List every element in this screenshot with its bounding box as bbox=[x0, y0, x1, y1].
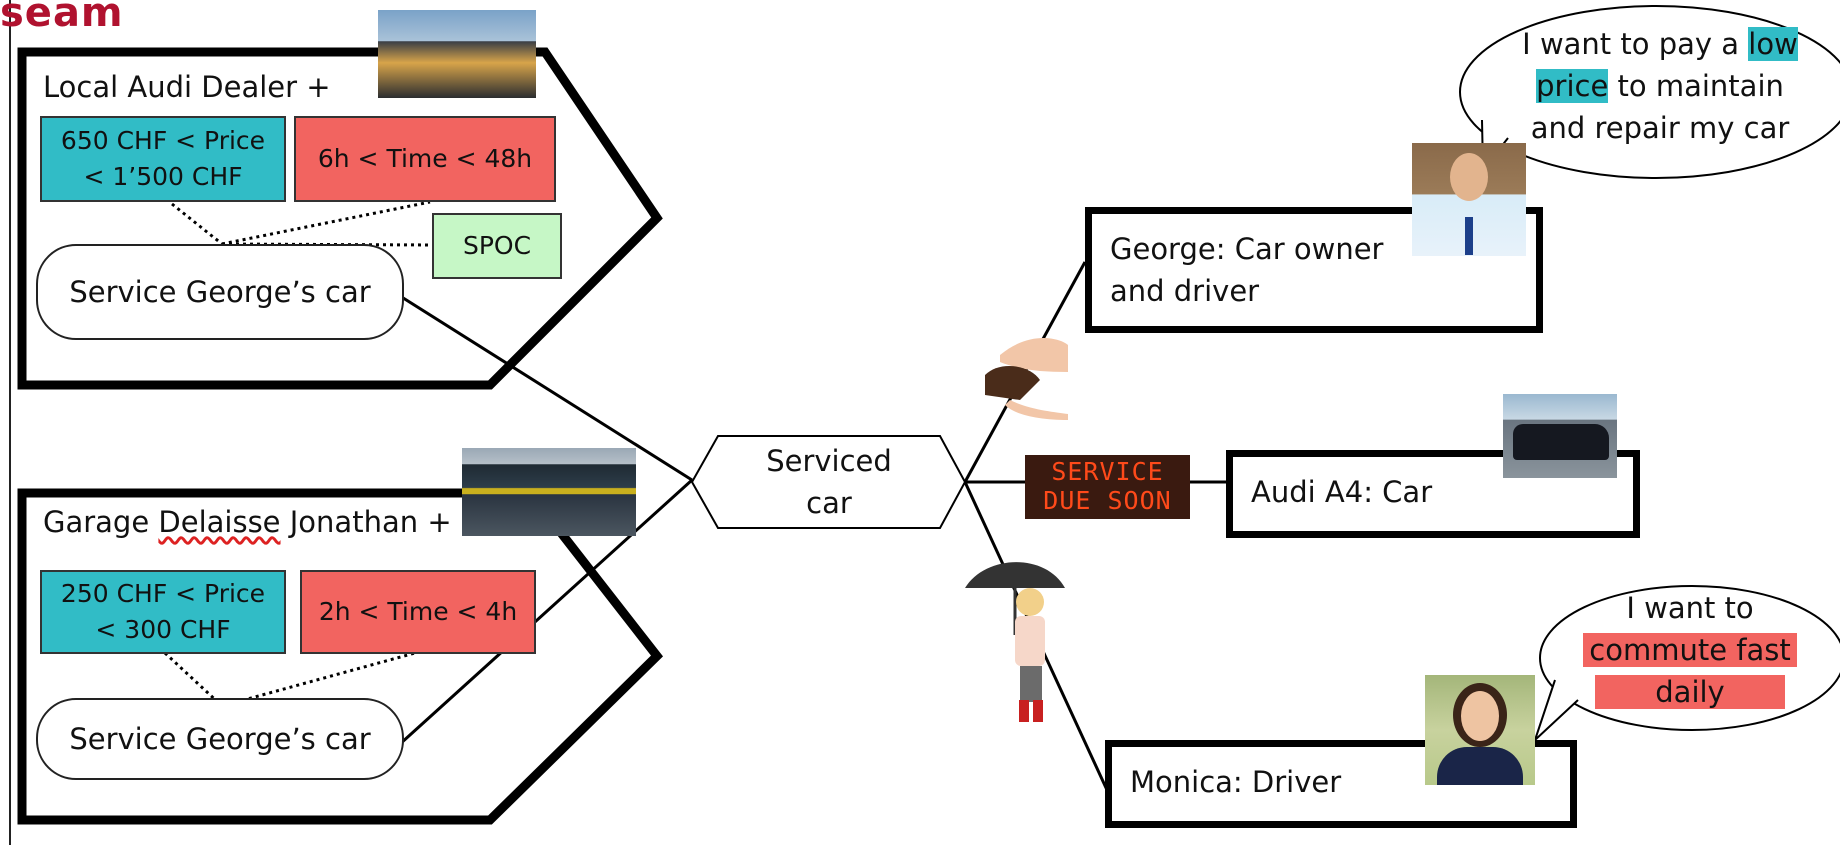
system-1-service-oval: Service George’s car bbox=[36, 244, 404, 340]
audi-a4-label: Audi A4: Car bbox=[1251, 475, 1433, 509]
serviced-car-hexagon bbox=[690, 435, 967, 529]
george-photo-overlay bbox=[1412, 143, 1526, 256]
system-2-service-oval: Service George’s car bbox=[36, 698, 404, 780]
george-speech-highlight-price: price bbox=[1536, 69, 1609, 103]
system-2-price-box: 250 CHF < Price < 300 CHF bbox=[40, 570, 286, 654]
system-2-price-line2: < 300 CHF bbox=[95, 615, 231, 644]
george-speech-l1a: I want to pay a bbox=[1522, 27, 1749, 61]
audi-dealer-photo bbox=[378, 10, 536, 98]
spoc-label: SPOC bbox=[462, 231, 532, 260]
service-due-soon-line1: SERVICE bbox=[1051, 457, 1164, 486]
left-border-line bbox=[9, 0, 11, 845]
service-due-soon-sign: SERVICE DUE SOON bbox=[1025, 455, 1190, 519]
system-2-time-label: 2h < Time < 4h bbox=[318, 597, 518, 626]
serviced-car-line2: car bbox=[806, 486, 852, 520]
george-speech-l3: and repair my car bbox=[1530, 111, 1790, 145]
monica-label: Monica: Driver bbox=[1130, 765, 1342, 799]
george-speech-highlight-low: low bbox=[1748, 27, 1798, 61]
system-1-price-box: 650 CHF < Price < 1’500 CHF bbox=[40, 116, 286, 202]
audi-a4-photo-overlay bbox=[1503, 394, 1617, 478]
system-2-service-label: Service George’s car bbox=[69, 722, 371, 756]
system-2-outline bbox=[17, 488, 664, 825]
monica-speech-highlight-daily: daily bbox=[1595, 675, 1785, 709]
payment-hands-icon bbox=[985, 337, 1068, 420]
george-speech-bubble-shape bbox=[1459, 5, 1840, 179]
george-speech-text: I want to pay a low price to maintain an… bbox=[1490, 23, 1830, 149]
serviced-car-label: Serviced car bbox=[718, 440, 940, 524]
monica-speech-l1: I want to bbox=[1626, 591, 1754, 625]
serviced-car-line1: Serviced bbox=[766, 444, 892, 478]
monica-speech-text: I want to commute fast daily bbox=[1565, 587, 1815, 713]
system-1-title: Local Audi Dealer + bbox=[43, 70, 331, 104]
system-2-title-part2: Jonathan + bbox=[280, 505, 452, 539]
service-due-soon-line2: DUE SOON bbox=[1043, 486, 1172, 515]
system-2-title: Garage Delaisse Jonathan + bbox=[43, 505, 452, 539]
seam-logo: seam bbox=[0, 0, 124, 36]
garage-delaisse-photo bbox=[462, 448, 636, 536]
system-2-title-part1: Garage bbox=[43, 505, 159, 539]
monica-photo-overlay bbox=[1425, 675, 1535, 785]
george-label-line1: George: Car owner bbox=[1110, 232, 1384, 266]
system-1-time-box: 6h < Time < 48h bbox=[294, 116, 556, 202]
spoc-box: SPOC bbox=[432, 213, 562, 279]
woman-umbrella-icon bbox=[965, 562, 1065, 722]
system-2-dotted-links bbox=[163, 651, 416, 708]
system-1-time-label: 6h < Time < 48h bbox=[317, 144, 533, 173]
system-2-time-box: 2h < Time < 4h bbox=[300, 570, 536, 654]
george-label-line2: and driver bbox=[1110, 274, 1260, 308]
system-1-price-line1: 650 CHF < Price bbox=[60, 126, 266, 155]
george-speech-l2b: to maintain bbox=[1608, 69, 1784, 103]
george-actor-box: George: Car owner and driver bbox=[1085, 207, 1543, 333]
system-2-title-underlined: Delaisse bbox=[158, 505, 281, 539]
system-1-dotted-links bbox=[171, 200, 433, 247]
monica-speech-highlight-commute: commute fast bbox=[1583, 633, 1797, 667]
system-2-price-line1: 250 CHF < Price bbox=[60, 579, 266, 608]
system-1-service-label: Service George’s car bbox=[69, 275, 371, 309]
system-1-price-line2: < 1’500 CHF bbox=[83, 162, 243, 191]
